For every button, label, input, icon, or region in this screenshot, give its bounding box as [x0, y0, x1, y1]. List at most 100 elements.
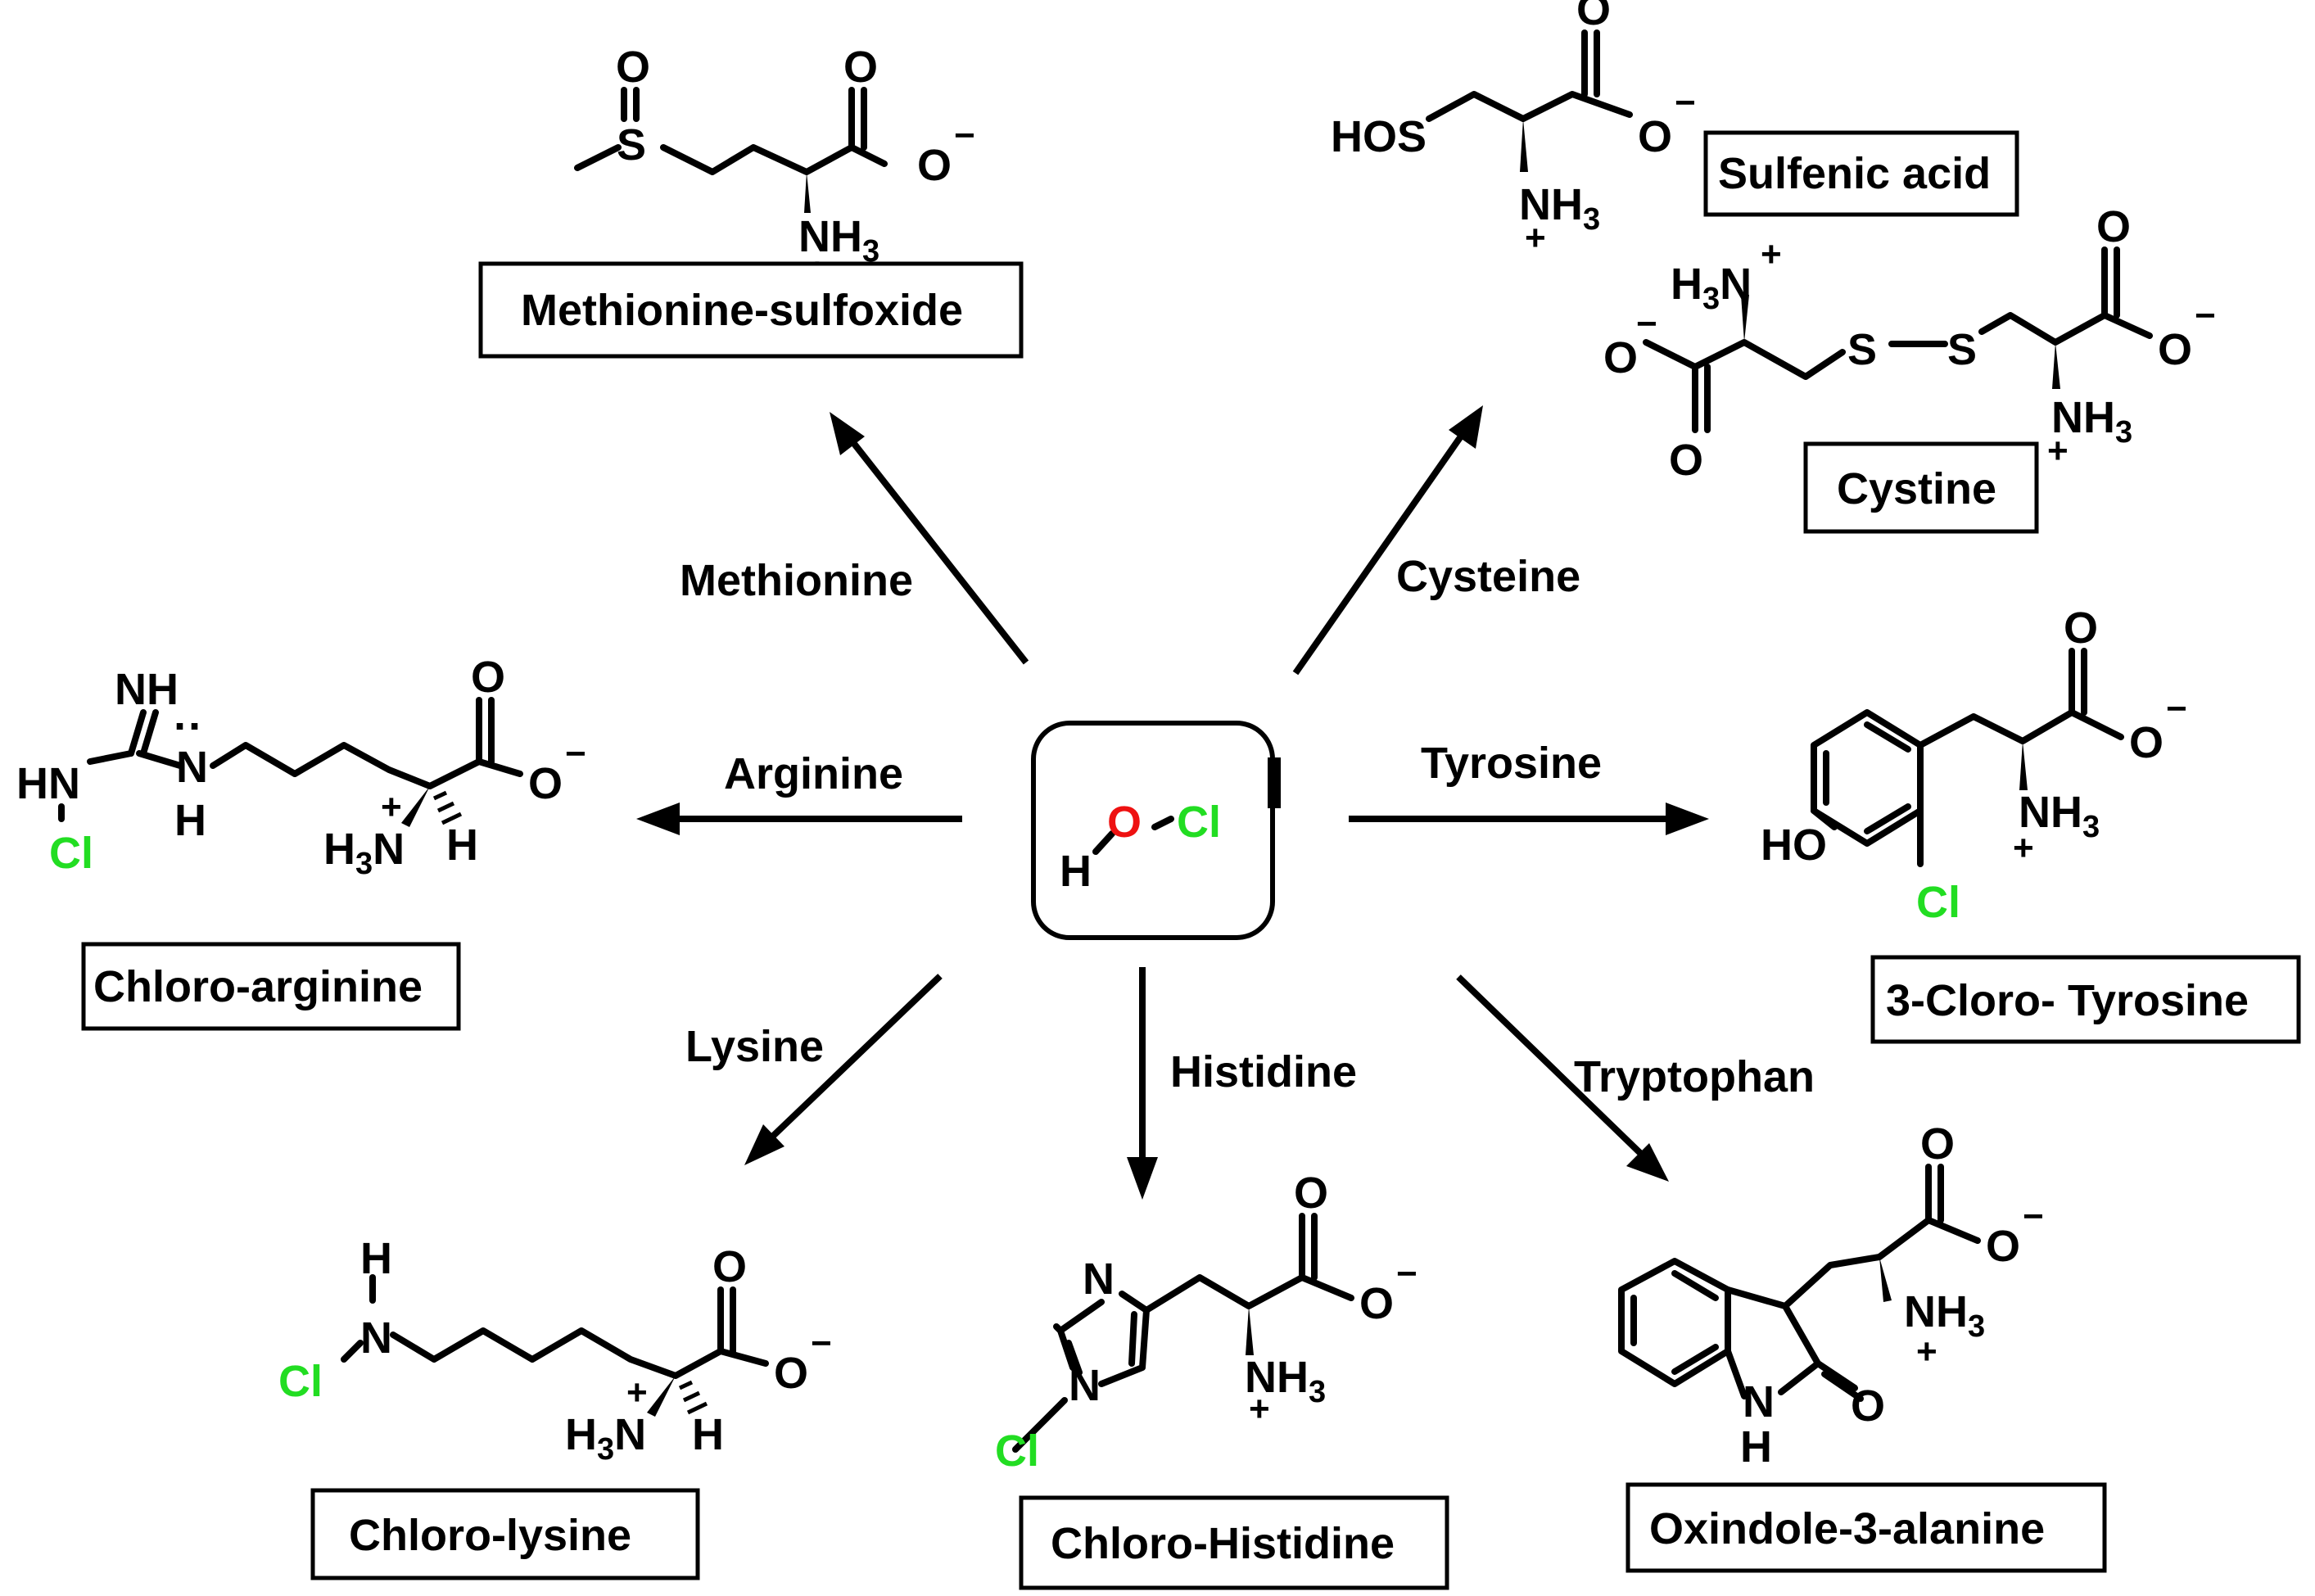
atom-o: O: [2096, 202, 2131, 251]
atom-hos: HOS: [1331, 112, 1427, 161]
lone-pair: ··: [174, 702, 203, 751]
charge-plus: +: [2047, 431, 2069, 471]
atom-o: O: [2064, 604, 2098, 653]
atom-o: O: [1638, 112, 1672, 161]
atom-o: O: [1669, 436, 1703, 485]
atom-o: O: [471, 653, 505, 702]
product-sulfenic-acid: Sulfenic acid: [1718, 149, 1991, 198]
box-chloro-lysine: [310, 1488, 700, 1580]
molecule-chloro-histidine: N N Cl O O − NH3 + Chloro-Histidine: [995, 1169, 1449, 1590]
charge-plus: +: [1761, 234, 1782, 274]
wedge-bond: [804, 172, 811, 213]
atom-s: S: [617, 120, 646, 170]
atom-nh3: NH3: [1245, 1353, 1326, 1409]
atom-o: O: [1603, 333, 1638, 382]
charge-plus: +: [1916, 1332, 1937, 1372]
charge-minus: −: [811, 1323, 832, 1363]
box-chloro-histidine: [1019, 1495, 1449, 1590]
charge-plus: +: [2013, 828, 2034, 868]
atom-o: O: [843, 43, 878, 92]
atom-ho: HO: [1761, 821, 1827, 870]
atom-cl: Cl: [1916, 878, 1960, 927]
molecule-chloro-tyrosine: O O − HO Cl NH3 + 3-Cloro- Tyrosine: [1761, 604, 2301, 1044]
charge-minus: −: [1636, 304, 1657, 344]
charge-minus: −: [565, 734, 586, 774]
charge-plus: +: [626, 1372, 648, 1413]
atom-o: O: [774, 1349, 808, 1398]
atom-s: S: [1847, 325, 1877, 374]
charge-plus: +: [1249, 1389, 1270, 1429]
atom-cl: Cl: [49, 829, 93, 878]
product-chloro-histidine: Chloro-Histidine: [1051, 1519, 1395, 1568]
atom-o: O: [616, 43, 650, 92]
box-sulfenic-acid: [1703, 130, 2019, 217]
label-tyrosine: Tyrosine: [1421, 739, 1602, 788]
box-chloro-arginine: [81, 942, 461, 1031]
atom-cl: Cl: [278, 1357, 323, 1406]
charge-minus: −: [2023, 1196, 2044, 1237]
reaction-arrows: [636, 405, 1709, 1200]
atom-h: H: [360, 1234, 392, 1283]
charge-plus: +: [1525, 218, 1546, 258]
hocl-center: H O Cl: [1031, 721, 1281, 940]
product-chloro-lysine: Chloro-lysine: [349, 1511, 631, 1560]
atom-nh3: NH3: [1904, 1287, 1985, 1344]
atom-o: O: [1986, 1222, 2020, 1271]
hocl-cl: Cl: [1177, 798, 1221, 847]
atom-o: O: [1576, 0, 1611, 34]
atom-o: O: [2158, 325, 2192, 374]
atom-h3n: H3N: [565, 1410, 646, 1467]
atom-nh3: NH3: [2051, 393, 2132, 450]
atom-o: O: [1294, 1169, 1328, 1218]
charge-minus: −: [1675, 83, 1696, 123]
atom-hn: HN: [16, 759, 80, 808]
atom-o: O: [917, 141, 952, 190]
atom-n: N: [1069, 1361, 1101, 1410]
product-chloro-arginine: Chloro-arginine: [93, 962, 423, 1011]
charge-minus: −: [1396, 1254, 1417, 1294]
molecule-cystine: O − O H3N + S S O O − NH3 + Cystine: [1603, 202, 2216, 534]
atom-nh: NH: [115, 665, 179, 714]
atom-n: N: [176, 743, 208, 792]
product-chloro-tyrosine: 3-Cloro- Tyrosine: [1886, 976, 2249, 1025]
atom-n: N: [360, 1313, 392, 1363]
reagent-labels: Methionine Cysteine Arginine Tyrosine Ly…: [680, 552, 1815, 1101]
hocl-h: H: [1060, 847, 1092, 896]
atom-h3n: H3N: [323, 825, 405, 881]
atom-o: O: [712, 1242, 747, 1291]
atom-h: H: [692, 1410, 724, 1459]
hocl-box-tab: [1268, 757, 1281, 808]
box-cystine: [1803, 441, 2039, 534]
label-lysine: Lysine: [685, 1022, 824, 1071]
product-oxindole-alanine: Oxindole-3-alanine: [1649, 1504, 2045, 1553]
atom-o: O: [1920, 1119, 1955, 1169]
hocl-box: [1031, 721, 1275, 940]
label-arginine: Arginine: [724, 749, 903, 798]
atom-h: H: [446, 821, 478, 870]
atom-h3n: H3N: [1671, 260, 1752, 316]
box-methionine-sulfoxide: [478, 261, 1024, 359]
atom-o: O: [2129, 718, 2164, 767]
label-cysteine: Cysteine: [1396, 552, 1580, 601]
label-methionine: Methionine: [680, 556, 913, 605]
molecule-oxindole-alanine: O O − NH3 + N H O Oxindole-3-alanine: [1618, 1119, 2107, 1573]
molecule-chloro-lysine: H N Cl O O − + H3N H Chloro-lysine: [278, 1234, 832, 1580]
atom-h: H: [1740, 1422, 1772, 1472]
hocl-o: O: [1107, 798, 1142, 847]
atom-o: O: [528, 759, 563, 808]
molecule-methionine-sulfoxide: O S O O − NH3 + Methionine-sulfoxide: [478, 43, 1024, 359]
atom-n: N: [1743, 1377, 1775, 1426]
charge-minus: −: [2195, 296, 2216, 336]
box-chloro-tyrosine: [1870, 955, 2301, 1044]
atom-nh3: NH3: [798, 212, 879, 269]
atom-cl: Cl: [995, 1426, 1039, 1476]
label-histidine: Histidine: [1170, 1047, 1357, 1096]
box-oxindole-alanine: [1625, 1482, 2107, 1573]
charge-minus: −: [954, 115, 975, 156]
molecule-chloro-arginine: NH ·· N H HN Cl O O − + H3N H Chloro-arg…: [16, 653, 586, 1031]
atom-nh3: NH3: [1519, 180, 1600, 237]
molecule-sulfenic-acid: O O − HOS NH3 + Sulfenic acid: [1331, 0, 2019, 258]
atom-n: N: [1083, 1255, 1115, 1304]
atom-o: O: [1359, 1279, 1394, 1328]
